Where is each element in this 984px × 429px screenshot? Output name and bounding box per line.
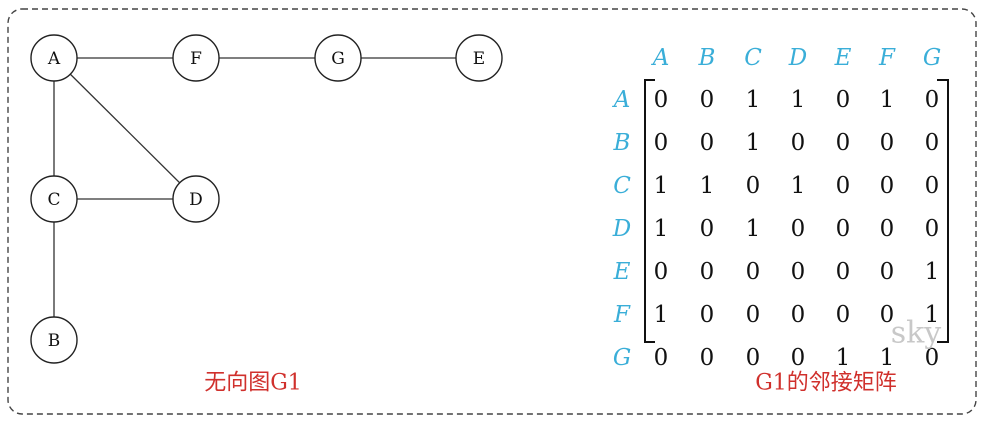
matrix-cell: 0 xyxy=(746,345,761,371)
matrix-cell: 0 xyxy=(746,259,761,285)
matrix-cell: 0 xyxy=(880,302,895,328)
matrix-cell: 0 xyxy=(836,259,851,285)
node-label: B xyxy=(48,331,61,351)
matrix-cell: 0 xyxy=(836,302,851,328)
node-label: F xyxy=(190,49,202,69)
matrix-cell: 0 xyxy=(654,130,669,156)
node-label: A xyxy=(47,49,61,69)
matrix-cell: 1 xyxy=(880,345,895,371)
node-circle xyxy=(172,175,220,223)
node-e: E xyxy=(455,34,503,82)
matrix-cell: 1 xyxy=(791,173,806,199)
matrix-cell: 0 xyxy=(700,130,715,156)
matrix-cell: 0 xyxy=(880,173,895,199)
dashed-frame xyxy=(7,8,977,415)
col-header-c: C xyxy=(744,45,762,71)
matrix-cell: 1 xyxy=(700,173,715,199)
node-b: B xyxy=(30,316,78,364)
node-g: G xyxy=(314,34,362,82)
node-circle xyxy=(30,175,78,223)
matrix-cell: 0 xyxy=(880,130,895,156)
node-label: D xyxy=(189,190,203,210)
matrix-cell: 0 xyxy=(700,216,715,242)
matrix-cell: 1 xyxy=(654,302,669,328)
node-label: G xyxy=(331,49,345,69)
matrix-cell: 0 xyxy=(791,345,806,371)
row-header-a: A xyxy=(612,87,631,113)
node-f: F xyxy=(172,34,220,82)
matrix-cell: 1 xyxy=(836,345,851,371)
col-header-f: F xyxy=(878,45,896,71)
node-label: C xyxy=(47,190,60,210)
matrix-cell: 1 xyxy=(791,87,806,113)
matrix-cell: 0 xyxy=(925,345,940,371)
matrix-cell: 0 xyxy=(836,130,851,156)
matrix-cell: 0 xyxy=(746,302,761,328)
matrix-cell: 1 xyxy=(654,173,669,199)
matrix-caption: G1的邻接矩阵 xyxy=(755,371,897,396)
node-c: C xyxy=(30,175,78,223)
row-header-f: F xyxy=(613,302,631,328)
matrix-cell: 1 xyxy=(746,87,761,113)
node-label: E xyxy=(473,49,485,69)
col-header-b: B xyxy=(698,45,716,71)
matrix-cell: 0 xyxy=(925,87,940,113)
matrix-cell: 0 xyxy=(654,259,669,285)
matrix-cell: 0 xyxy=(654,345,669,371)
matrix-cell: 0 xyxy=(791,130,806,156)
row-header-c: C xyxy=(613,173,631,199)
col-header-e: E xyxy=(834,45,852,71)
matrix-cell: 0 xyxy=(836,87,851,113)
matrix-cell: 0 xyxy=(791,259,806,285)
node-circle xyxy=(314,34,362,82)
matrix-cell: 0 xyxy=(925,216,940,242)
col-header-a: A xyxy=(651,45,670,71)
row-header-e: E xyxy=(613,259,631,285)
row-header-d: D xyxy=(612,216,631,242)
edge-a-d xyxy=(53,57,197,200)
matrix-cell: 0 xyxy=(654,87,669,113)
matrix-cell: 0 xyxy=(836,216,851,242)
node-circle xyxy=(30,34,78,82)
matrix-cell: 0 xyxy=(925,130,940,156)
matrix-cell: 1 xyxy=(925,302,940,328)
matrix-cell: 0 xyxy=(880,216,895,242)
matrix-cell: 1 xyxy=(654,216,669,242)
matrix-cell: 0 xyxy=(791,216,806,242)
graph-nodes: A F G E C D B xyxy=(30,34,503,364)
matrix-cell: 0 xyxy=(925,173,940,199)
graph-caption: 无向图G1 xyxy=(204,371,302,396)
col-header-g: G xyxy=(923,45,941,71)
matrix-bracket-left xyxy=(644,79,655,343)
node-a: A xyxy=(30,34,78,82)
node-d: D xyxy=(172,175,220,223)
matrix-bracket-right xyxy=(937,79,949,343)
matrix-cell: 0 xyxy=(700,345,715,371)
matrix-cell: 0 xyxy=(700,87,715,113)
matrix-cell: 0 xyxy=(700,302,715,328)
matrix-cell: 0 xyxy=(836,173,851,199)
row-header-b: B xyxy=(613,130,631,156)
matrix-cell: 0 xyxy=(746,173,761,199)
row-header-g: G xyxy=(613,345,631,371)
graph-edges xyxy=(53,57,479,340)
node-circle xyxy=(172,34,220,82)
col-header-d: D xyxy=(788,45,807,71)
matrix-cell: 0 xyxy=(880,259,895,285)
matrix-cell: 1 xyxy=(746,216,761,242)
matrix-cell: 1 xyxy=(746,130,761,156)
matrix-cell: 0 xyxy=(791,302,806,328)
watermark-text: sky xyxy=(891,316,942,351)
matrix-cell: 1 xyxy=(925,259,940,285)
matrix-cell: 1 xyxy=(880,87,895,113)
node-circle xyxy=(455,34,503,82)
node-circle xyxy=(30,316,78,364)
matrix-cell: 0 xyxy=(700,259,715,285)
